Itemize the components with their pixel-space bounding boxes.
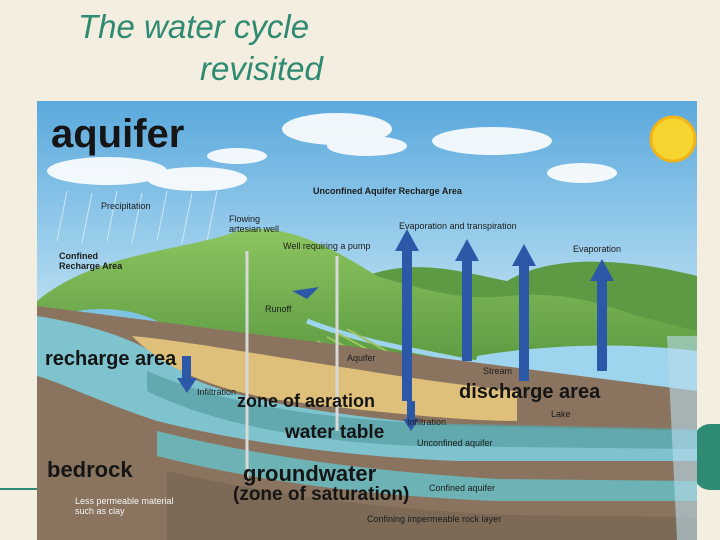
label-groundwater: groundwater [243,463,376,485]
label-well-requiring-pump: Well requiring a pump [283,241,370,251]
label-less-permeable: Less permeable material such as clay [75,496,174,516]
label-infiltration-left: Infiltration [197,387,236,397]
label-confined-recharge-area: Confined Recharge Area [59,251,122,271]
slide-title-line-1: The water cycle [60,6,380,48]
label-evaporation: Evaporation [573,244,621,254]
diagram-heading: aquifer [51,113,184,155]
label-recharge-area: recharge area [45,348,176,370]
label-precipitation: Precipitation [101,201,151,211]
label-water-table: water table [285,423,384,443]
label-unconfined-recharge-area: Unconfined Aquifer Recharge Area [313,186,462,196]
label-zone-of-saturation: (zone of saturation) [233,485,409,505]
label-runoff: Runoff [265,304,291,314]
label-bedrock: bedrock [47,459,133,481]
label-infiltration-right: Infiltration [407,417,446,427]
label-confined-aquifer: Confined aquifer [429,483,495,493]
label-stream: Stream [483,366,512,376]
decorative-line [0,488,40,490]
label-discharge-area: discharge area [459,381,600,403]
label-flowing-artesian-well: Flowing artesian well [229,214,279,234]
label-aquifer: Aquifer [347,353,376,363]
slide-title-line-2: revisited [60,48,380,90]
decorative-tab [694,424,720,490]
label-unconfined-aquifer: Unconfined aquifer [417,438,493,448]
label-evaporation-transpiration: Evaporation and transpiration [399,221,517,231]
label-confining-layer: Confining impermeable rock layer [367,514,501,524]
sun-icon [651,117,695,161]
aquifer-diagram: aquifer Precipitation Confined Recharge … [37,101,697,540]
label-lake: Lake [551,409,571,419]
slide-title: The water cycle revisited [60,6,380,90]
label-zone-of-aeration: zone of aeration [237,391,375,411]
